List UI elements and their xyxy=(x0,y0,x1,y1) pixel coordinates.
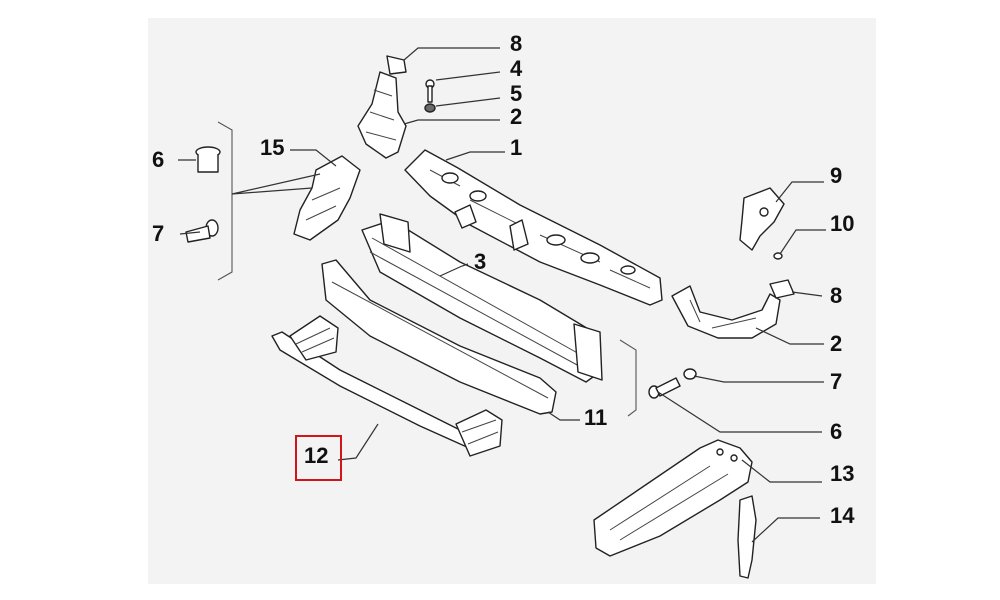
clip-part-right xyxy=(769,279,795,299)
nut-part xyxy=(424,103,436,113)
callout-2-top: 2 xyxy=(510,104,523,129)
upper-right-bracket-part xyxy=(739,187,785,251)
screw-part-left xyxy=(185,219,219,243)
callout-12: 12 xyxy=(304,443,329,468)
right-mount-bracket-part xyxy=(671,285,781,339)
right-hardware-bracket xyxy=(619,339,637,417)
callout-8-right: 8 xyxy=(830,283,843,308)
callout-4: 4 xyxy=(510,56,523,81)
callout-15: 15 xyxy=(260,135,285,160)
callout-7-left: 7 xyxy=(152,221,165,246)
left-hardware-bracket xyxy=(217,121,233,281)
side-member-extension-part xyxy=(593,439,753,557)
clip-nut-part-left xyxy=(195,146,221,173)
upper-crossmember-part xyxy=(404,149,663,306)
callout-11: 11 xyxy=(584,405,608,430)
impact-beam-part xyxy=(361,213,603,383)
callout-6-right: 6 xyxy=(830,419,843,444)
callout-9: 9 xyxy=(830,163,843,188)
callout-10: 10 xyxy=(830,211,855,236)
side-bracket-part xyxy=(293,155,361,241)
highlight-box-12 xyxy=(295,435,342,481)
callout-1: 1 xyxy=(510,135,523,160)
bolt-part xyxy=(425,79,435,103)
callout-8-top: 8 xyxy=(510,31,523,56)
callout-6-left: 6 xyxy=(152,147,165,172)
energy-absorber-part xyxy=(321,259,557,415)
lower-bumper-beam-part xyxy=(271,315,503,457)
callout-13: 13 xyxy=(830,461,855,486)
callout-14: 14 xyxy=(830,503,855,528)
left-mount-bracket-part xyxy=(357,55,407,159)
bolt-part-right xyxy=(648,377,681,399)
small-screw-part xyxy=(773,252,783,260)
callout-3: 3 xyxy=(474,249,487,274)
callout-7-right: 7 xyxy=(830,369,843,394)
leader-lines xyxy=(178,47,826,543)
washer-part-right xyxy=(683,368,697,380)
callout-2-right: 2 xyxy=(830,331,843,356)
callout-5: 5 xyxy=(510,81,523,106)
reinforcement-strip-part xyxy=(737,495,757,579)
